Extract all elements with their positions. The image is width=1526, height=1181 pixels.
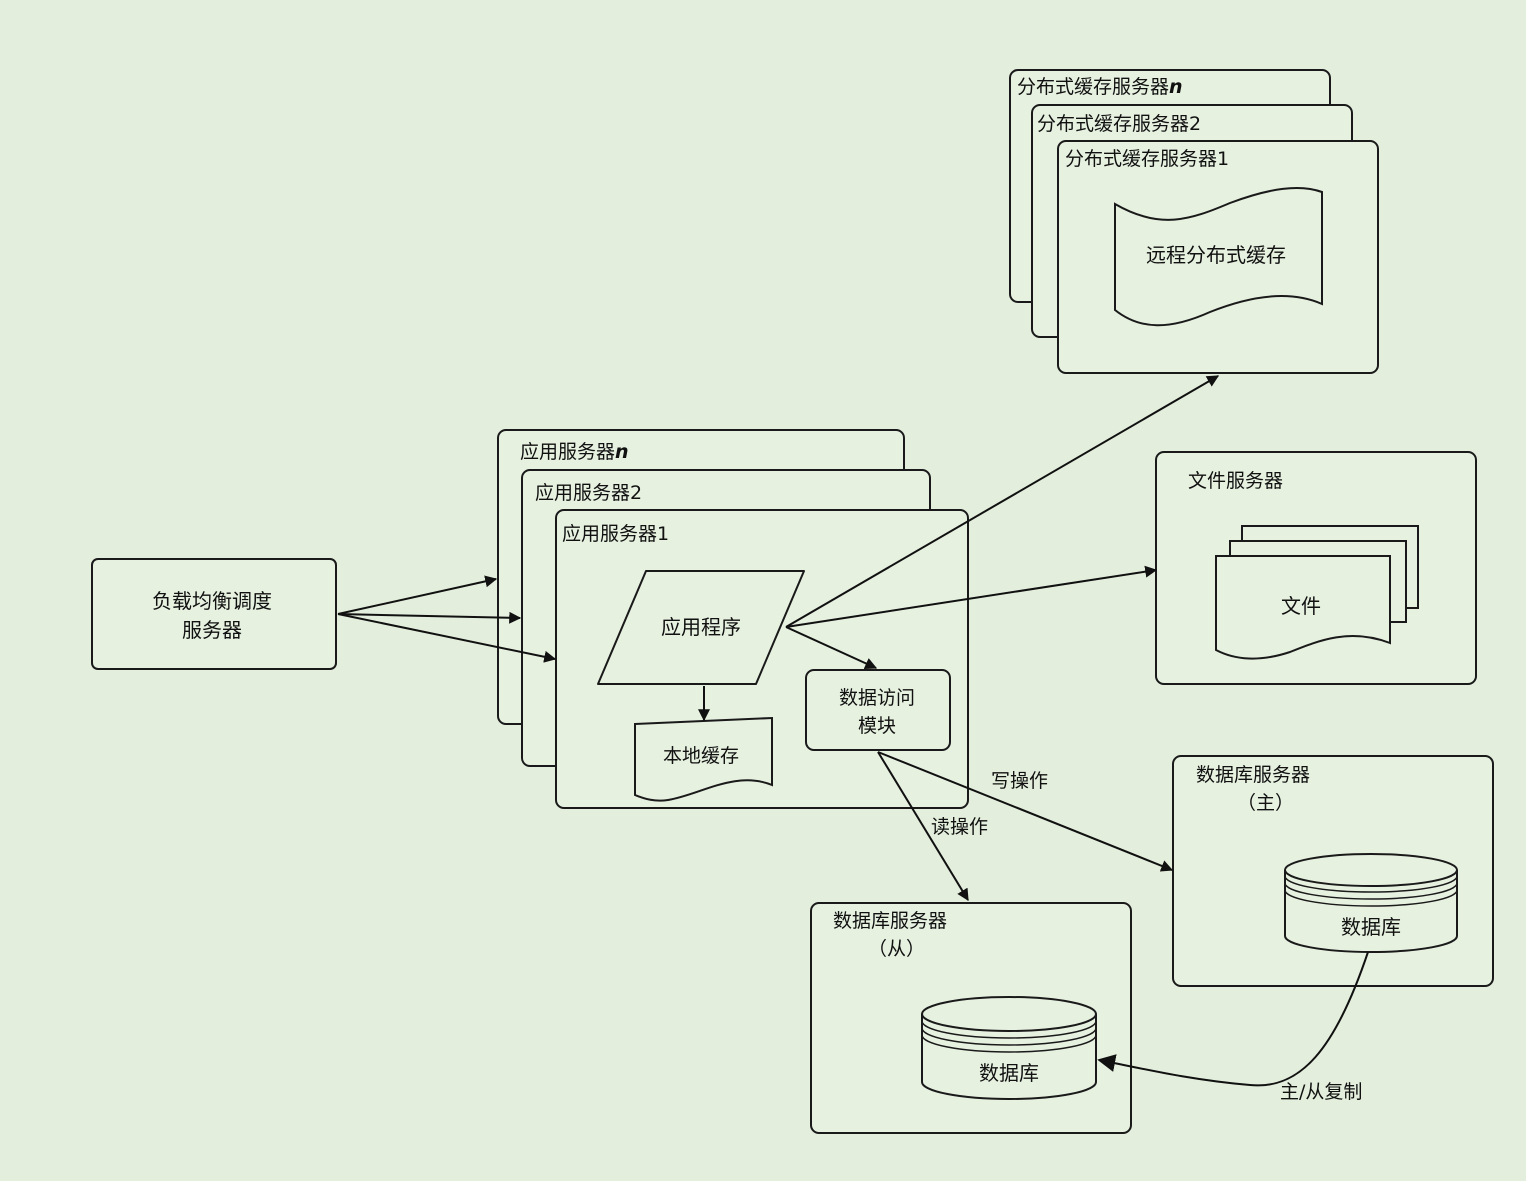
cache-server-n-suffix: n [1169, 76, 1183, 98]
file-label: 文件 [1281, 594, 1321, 618]
arrow-write-to-master [877, 751, 1174, 872]
cache-server-1-title: 分布式缓存服务器1 [1065, 148, 1229, 170]
db-master-title-line1: 数据库服务器 [1196, 764, 1310, 786]
load-balancer-label-line1: 负载均衡调度 [152, 589, 272, 613]
db-slave-title-line2: （从） [868, 938, 925, 960]
load-balancer-node: 负载均衡调度 服务器 [91, 558, 337, 670]
remote-cache-node: 远程分布式缓存 [1114, 187, 1323, 327]
app-server-n-suffix: n [615, 441, 629, 463]
load-balancer-label-line2: 服务器 [182, 618, 242, 642]
data-access-label-line2: 模块 [858, 715, 896, 737]
db-slave-cylinder: 数据库 [921, 996, 1097, 1100]
app-server-1-title: 应用服务器1 [562, 523, 669, 545]
local-cache-node: 本地缓存 [634, 716, 773, 802]
cache-server-n-title: 分布式缓存服务器 [1017, 76, 1169, 98]
remote-cache-label: 远程分布式缓存 [1146, 243, 1286, 267]
db-slave-label: 数据库 [979, 1061, 1039, 1085]
app-program-label: 应用程序 [661, 615, 741, 639]
arrow-app-to-file-server [785, 565, 1158, 628]
data-access-label-line1: 数据访问 [839, 687, 915, 709]
db-master-cylinder: 数据库 [1284, 853, 1458, 953]
write-operation-label: 写操作 [991, 770, 1048, 792]
db-master-label: 数据库 [1341, 915, 1401, 939]
file-server-title: 文件服务器 [1188, 470, 1283, 492]
connectors [337, 375, 1369, 1087]
read-operation-label: 读操作 [931, 816, 988, 838]
svg-text:分布式缓存服务器n: 分布式缓存服务器n [1017, 76, 1183, 98]
db-slave-title-line1: 数据库服务器 [833, 910, 947, 932]
arrow-replication [1097, 951, 1369, 1087]
local-cache-label: 本地缓存 [663, 745, 739, 767]
app-server-2-title: 应用服务器2 [535, 482, 642, 504]
cache-server-2-title: 分布式缓存服务器2 [1037, 113, 1201, 135]
db-master-title-line2: （主） [1237, 792, 1294, 814]
arrow-lb-to-app-2 [337, 611, 522, 624]
svg-text:应用服务器n: 应用服务器n [520, 441, 629, 463]
data-access-module: 数据访问 模块 [805, 669, 951, 751]
arrow-read-from-slave [877, 751, 969, 902]
arrow-lb-to-app-1 [337, 613, 557, 663]
app-program-node: 应用程序 [597, 570, 805, 685]
arrow-app-to-data-access [785, 626, 878, 669]
app-server-n-title: 应用服务器 [520, 441, 615, 463]
arrow-lb-to-app-n [337, 575, 498, 615]
file-document-stack: 文件 [1215, 525, 1419, 660]
arrow-app-to-remote-cache [785, 375, 1220, 628]
replication-label: 主/从复制 [1280, 1081, 1362, 1103]
